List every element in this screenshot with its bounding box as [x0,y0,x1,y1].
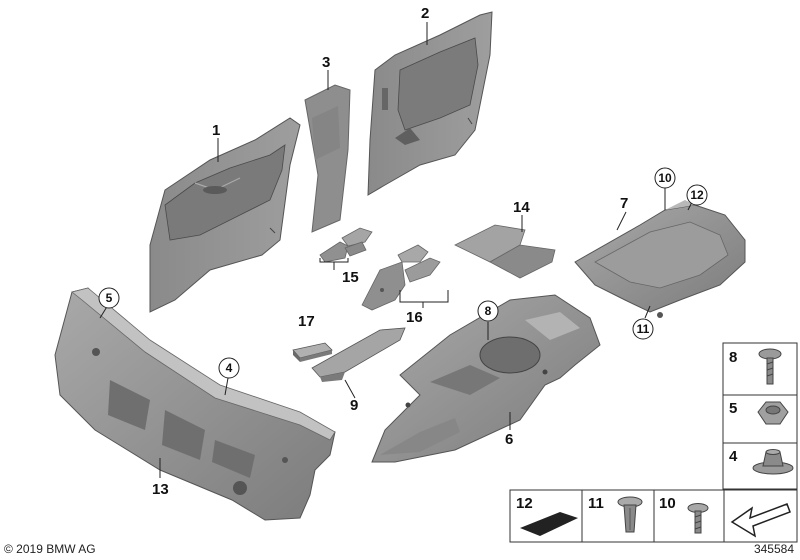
part-17-block [292,342,333,362]
part-6-tunnel [371,294,601,463]
legend-column: 8 5 4 [722,342,798,490]
svg-text:5: 5 [106,291,113,305]
svg-text:12: 12 [690,188,704,202]
clip-nut-icon [752,449,794,475]
callout-15: 15 [342,269,359,286]
callout-5: 5 [98,287,120,309]
nut-icon [757,401,789,425]
part-3-insulation-strip [304,84,351,233]
legend-label-5: 5 [729,400,737,417]
legend-row: 12 11 10 [509,489,798,543]
callout-13: 13 [152,481,169,498]
part-15-pads [319,227,373,263]
copyright-text: © 2019 BMW AG [4,542,96,556]
callout-6: 6 [505,431,513,448]
direction-arrow-icon [730,503,791,538]
callout-8: 8 [477,300,499,322]
callout-7: 7 [620,195,628,212]
callout-11: 11 [632,318,654,340]
callout-4: 4 [218,357,240,379]
expanding-rivet-icon [617,496,643,533]
legend-label-8: 8 [729,349,737,366]
callout-10: 10 [654,167,676,189]
part-14-mat [454,224,556,279]
callout-14: 14 [513,199,530,216]
bolt-icon [687,503,709,534]
callout-3: 3 [322,54,330,71]
felt-pad-icon [520,512,578,536]
legend-label-11: 11 [588,495,604,512]
part-7-tray [574,200,746,318]
screw-icon [758,348,782,385]
part-13-bulkhead [54,287,336,521]
diagram-number: 345584 [753,542,794,556]
legend-label-12: 12 [516,495,533,512]
part-16-floor-pads [361,244,441,311]
legend-label-4: 4 [729,448,738,465]
part-2-side-panel-right [367,11,493,196]
part-9-strip [311,327,406,382]
svg-text:10: 10 [658,171,672,185]
svg-text:8: 8 [485,304,492,318]
callout-2: 2 [421,5,429,22]
callout-12: 12 [686,184,708,206]
callouts: 1 2 3 14 7 15 16 17 9 6 13 5 4 8 10 12 [98,5,708,498]
legend-label-10: 10 [659,495,676,512]
callout-9: 9 [350,397,358,414]
callout-16: 16 [406,309,423,326]
part-1-side-panel-left [149,117,301,313]
callout-1: 1 [212,122,220,139]
callout-17: 17 [298,313,315,330]
svg-text:4: 4 [226,361,233,375]
svg-text:11: 11 [637,322,650,336]
